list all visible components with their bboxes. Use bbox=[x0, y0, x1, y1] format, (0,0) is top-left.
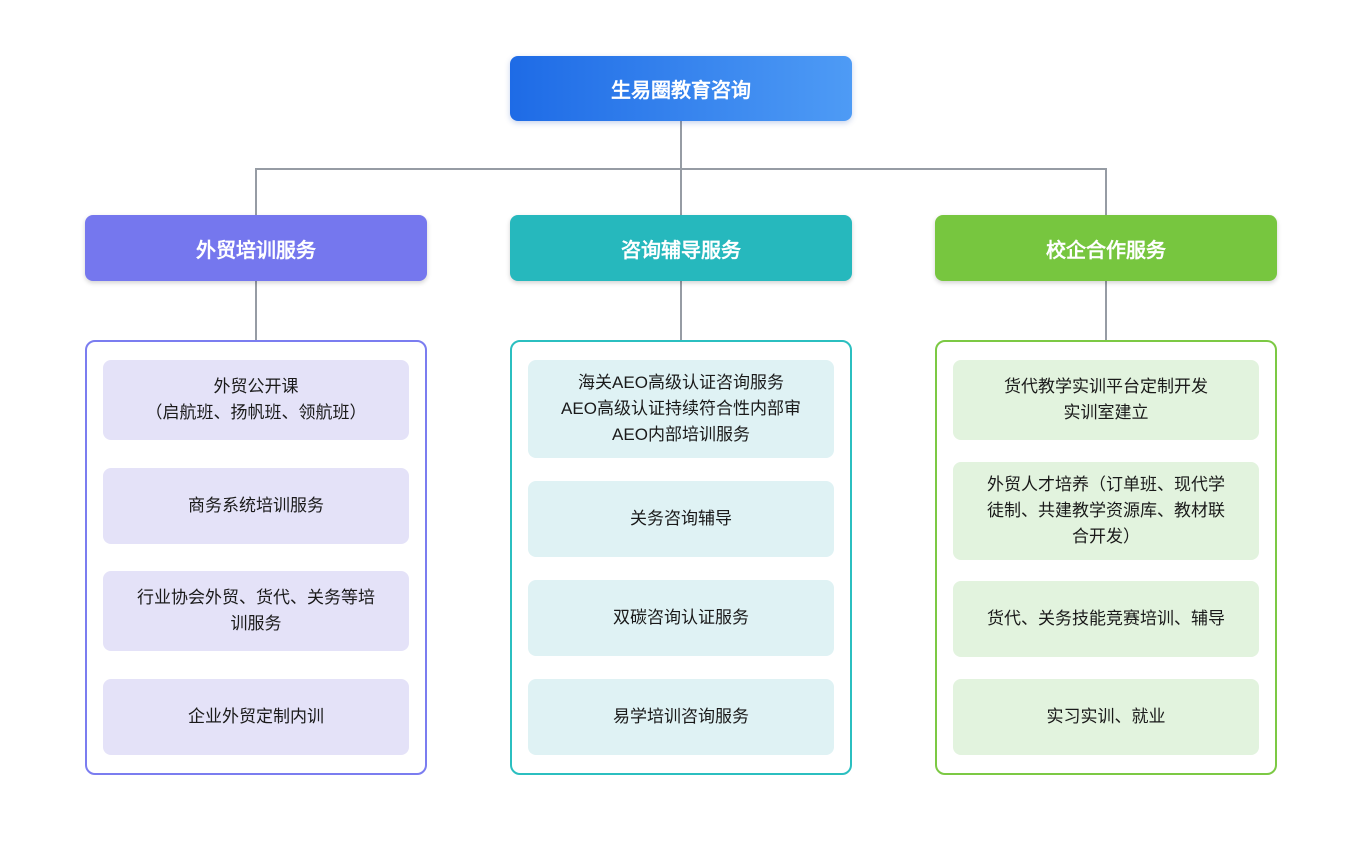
connector-line-group-3 bbox=[1105, 281, 1107, 340]
node-school-enterprise-cooperation-item-3: 货代、关务技能竞赛培训、辅导 bbox=[953, 581, 1259, 658]
node-consulting-coaching-item-4: 易学培训咨询服务 bbox=[528, 679, 834, 755]
branch-header-label: 校企合作服务 bbox=[1046, 239, 1166, 262]
root-node: 生易圈教育咨询 bbox=[510, 56, 852, 121]
node-school-enterprise-cooperation-item-1: 货代教学实训平台定制开发 实训室建立 bbox=[953, 360, 1259, 440]
connector-line-root bbox=[680, 121, 682, 169]
branch-column-school-enterprise-cooperation: 校企合作服务 货代教学实训平台定制开发 实训室建立外贸人才培养（订单班、现代学 … bbox=[935, 0, 1277, 844]
branch-header-label: 外贸培训服务 bbox=[196, 239, 316, 262]
node-foreign-trade-training-item-3: 行业协会外贸、货代、关务等培 训服务 bbox=[103, 571, 409, 652]
connector-line-branch-3 bbox=[1105, 169, 1107, 215]
node-foreign-trade-training-item-1: 外贸公开课 （启航班、扬帆班、领航班） bbox=[103, 360, 409, 440]
branch-header-consulting-coaching: 咨询辅导服务 bbox=[510, 215, 852, 281]
branch-group-school-enterprise-cooperation: 货代教学实训平台定制开发 实训室建立外贸人才培养（订单班、现代学 徒制、共建教学… bbox=[935, 340, 1277, 775]
branch-column-consulting-coaching: 咨询辅导服务 海关AEO高级认证咨询服务 AEO高级认证持续符合性内部审 AEO… bbox=[510, 0, 852, 844]
node-consulting-coaching-item-2: 关务咨询辅导 bbox=[528, 481, 834, 557]
connector-line-branch-2 bbox=[680, 169, 682, 215]
branch-header-foreign-trade-training: 外贸培训服务 bbox=[85, 215, 427, 281]
node-foreign-trade-training-item-4: 企业外贸定制内训 bbox=[103, 678, 409, 755]
node-consulting-coaching-item-1: 海关AEO高级认证咨询服务 AEO高级认证持续符合性内部审 AEO内部培训服务 bbox=[528, 360, 834, 458]
branch-group-consulting-coaching: 海关AEO高级认证咨询服务 AEO高级认证持续符合性内部审 AEO内部培训服务关… bbox=[510, 340, 852, 775]
branch-header-school-enterprise-cooperation: 校企合作服务 bbox=[935, 215, 1277, 281]
branch-group-foreign-trade-training: 外贸公开课 （启航班、扬帆班、领航班） 商务系统培训服务行业协会外贸、货代、关务等… bbox=[85, 340, 427, 775]
connector-line-group-1 bbox=[255, 281, 257, 340]
node-school-enterprise-cooperation-item-2: 外贸人才培养（订单班、现代学 徒制、共建教学资源库、教材联 合开发） bbox=[953, 461, 1259, 560]
branch-header-label: 咨询辅导服务 bbox=[621, 239, 741, 262]
node-consulting-coaching-item-3: 双碳咨询认证服务 bbox=[528, 580, 834, 656]
connector-line-group-2 bbox=[680, 281, 682, 340]
node-foreign-trade-training-item-2: 商务系统培训服务 bbox=[103, 467, 409, 544]
connector-line-branch-1 bbox=[255, 169, 257, 215]
branch-column-foreign-trade-training: 外贸培训服务 外贸公开课 （启航班、扬帆班、领航班） 商务系统培训服务行业协会外贸… bbox=[85, 0, 427, 844]
root-node-label: 生易圈教育咨询 bbox=[611, 80, 751, 102]
node-school-enterprise-cooperation-item-4: 实习实训、就业 bbox=[953, 678, 1259, 755]
